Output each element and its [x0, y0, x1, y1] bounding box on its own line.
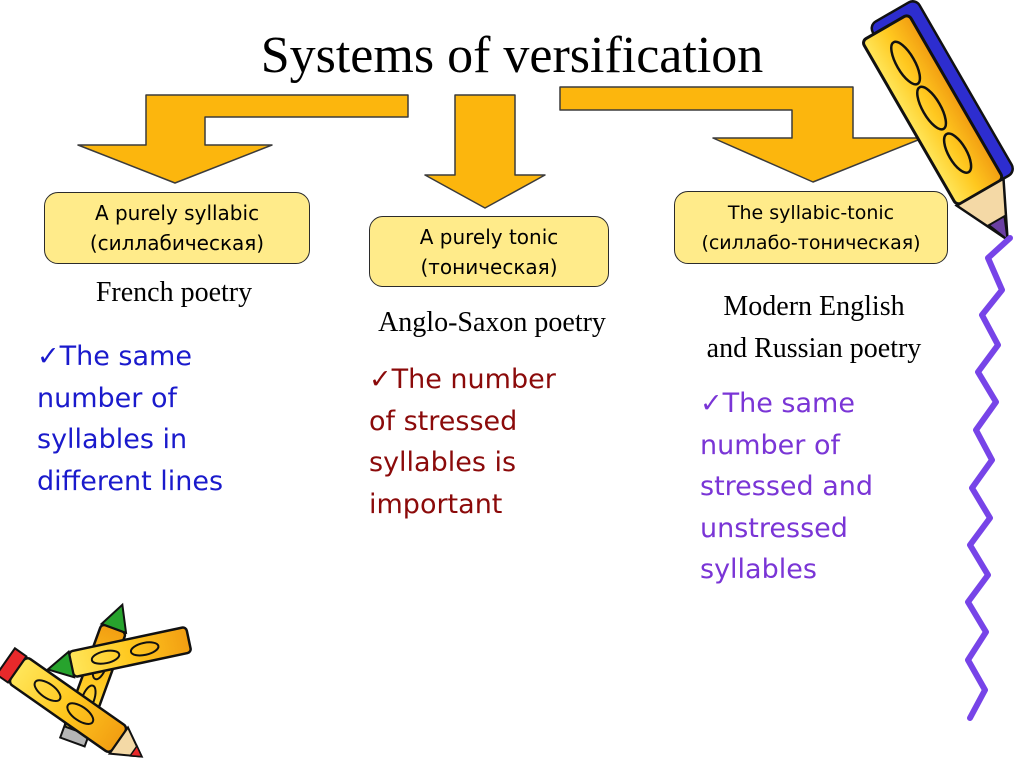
right-arrow-icon	[560, 87, 923, 182]
left-arrow-icon	[78, 95, 408, 183]
feature-line: different lines	[37, 461, 223, 503]
feature-line: syllables is	[369, 442, 556, 484]
slide-title: Systems of versification	[0, 26, 1024, 86]
feature-line: ✓The number	[369, 359, 556, 401]
modern-poetry-label: and Russian poetry	[674, 328, 954, 370]
feature-line: ✓The same	[37, 336, 223, 378]
anglo-saxon-poetry-caption: Anglo-Saxon poetry	[344, 302, 640, 344]
syllabic-tonic-system-box: The syllabic-tonic (силлабо-тоническая)	[674, 191, 948, 264]
syllabic-feature-text: ✓The same number of syllables in differe…	[37, 336, 223, 502]
tonic-system-box: A purely tonic (тоническая)	[369, 216, 609, 287]
feature-line: of stressed	[369, 401, 556, 443]
syllabic-system-box: A purely syllabic (силлабическая)	[44, 192, 310, 264]
syllabic-tonic-box-line: The syllabic-tonic	[728, 198, 894, 228]
middle-arrow-icon	[425, 95, 545, 208]
feature-line: number of	[700, 425, 873, 467]
feature-line: important	[369, 484, 556, 526]
anglo-saxon-poetry-label: Anglo-Saxon poetry	[378, 307, 606, 338]
tonic-box-line: (тоническая)	[420, 252, 557, 282]
syllabic-tonic-box-line: (силлабо-тоническая)	[701, 228, 920, 258]
syllabic-box-line: (силлабическая)	[90, 228, 264, 258]
tonic-feature-text: ✓The number of stressed syllables is imp…	[369, 359, 556, 525]
feature-line: ✓The same	[700, 383, 873, 425]
modern-poetry-label: Modern English	[674, 286, 954, 328]
feature-line: stressed and	[700, 466, 873, 508]
feature-line: number of	[37, 378, 223, 420]
syllabic-box-line: A purely syllabic	[95, 198, 259, 228]
feature-line: syllables in	[37, 419, 223, 461]
tonic-box-line: A purely tonic	[420, 222, 559, 252]
french-poetry-label: French poetry	[96, 277, 252, 308]
syllabic-tonic-feature-text: ✓The same number of stressed and unstres…	[700, 383, 873, 591]
crossed-pencils-icon	[0, 600, 191, 768]
feature-line: unstressed	[700, 508, 873, 550]
wavy-line-icon	[968, 238, 1010, 718]
feature-line: syllables	[700, 549, 873, 591]
french-poetry-caption: French poetry	[62, 272, 286, 314]
modern-poetry-caption: Modern English and Russian poetry	[674, 286, 954, 370]
